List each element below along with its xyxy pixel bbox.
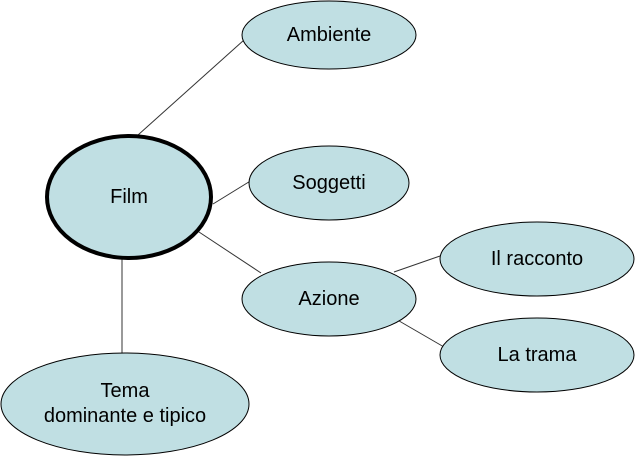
edge-film-soggetti: [212, 179, 253, 205]
node-racconto-shape: [439, 221, 635, 297]
node-soggetti-text: Soggetti: [292, 171, 366, 194]
edge-film-azione: [198, 231, 262, 274]
node-azione-text: Azione: [298, 287, 360, 310]
node-trama-text: La trama: [497, 343, 577, 366]
node-trama-label: La trama: [440, 318, 634, 392]
node-racconto-text: Il racconto: [490, 247, 584, 270]
node-tema-shape: [0, 352, 250, 456]
node-ambiente-shape: [241, 0, 417, 70]
edge-azione-trama: [393, 317, 445, 348]
edge-azione-racconto: [393, 255, 441, 273]
node-ambiente-label: Ambiente: [242, 1, 416, 69]
node-tema-line2: dominante e tipico: [43, 405, 207, 427]
node-azione-shape: [241, 261, 417, 337]
node-film-label: Film: [47, 136, 211, 258]
node-soggetti-shape: [248, 145, 410, 221]
node-azione-label: Azione: [242, 262, 416, 336]
node-film-shape: [45, 134, 213, 260]
edge-film-ambiente: [137, 39, 245, 136]
node-racconto-label: Il racconto: [440, 222, 634, 296]
node-tema-label: Tema dominante e tipico: [1, 353, 249, 455]
node-soggetti-label: Soggetti: [249, 146, 409, 220]
node-tema-line1: Tema: [100, 380, 150, 402]
node-trama-shape: [439, 317, 635, 393]
node-film-text: Film: [110, 185, 148, 208]
node-ambiente-text: Ambiente: [286, 23, 372, 46]
